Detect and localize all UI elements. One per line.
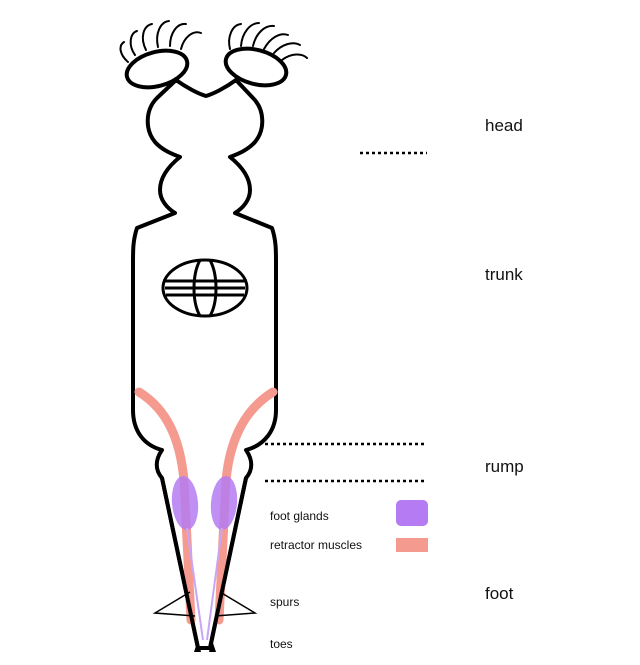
trunk-label: trunk [485,265,523,284]
region-dividers [265,151,427,483]
gland-ducts [186,527,223,641]
spurs-label: spurs [270,595,300,609]
head-label: head [485,116,523,135]
toes-label: toes [270,637,293,651]
body-outline [131,78,278,650]
right-corona-disc [223,46,289,88]
mastax [161,258,249,318]
foot-glands-swatch [396,500,428,526]
foot-glands [171,476,238,530]
retractor-muscles-legend-label: retractor muscles [270,538,363,552]
cilia [119,20,308,63]
foot-glands-legend-label: foot glands [270,509,329,523]
retractor-muscles-swatch [396,538,428,552]
foot-label: foot [485,584,514,603]
left-corona-disc [124,48,190,90]
spurs [152,591,258,617]
toes [194,640,216,652]
rump-label: rump [485,457,524,476]
foot-edges [160,477,248,649]
